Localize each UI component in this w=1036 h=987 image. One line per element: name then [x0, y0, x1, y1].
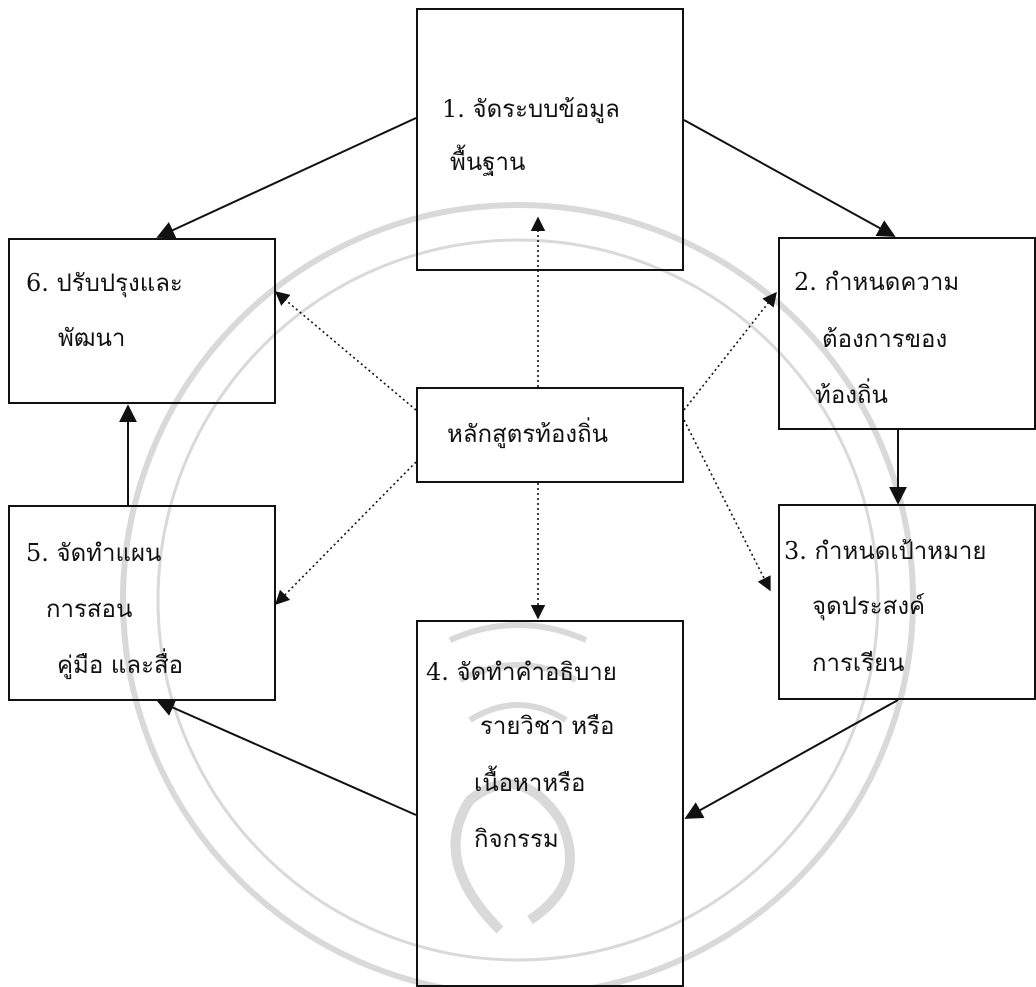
step-3-line-2: จุดประสงค์ [812, 592, 926, 620]
center-box [416, 387, 684, 483]
step-4-line-3: เนื้อหาหรือ [474, 769, 586, 797]
step-4-box [416, 620, 684, 987]
step-4-line-1: 4. จัดทำคำอธิบาย [426, 658, 617, 686]
center-label: หลักสูตรท้องถิ่น [447, 420, 609, 448]
step-1-line-2: พื้นฐาน [450, 148, 526, 176]
step-6-line-2: พัฒนา [58, 324, 126, 352]
step-5-line-1: 5. จัดทำแผน [26, 539, 162, 567]
arrow-4-to-5 [156, 699, 417, 816]
step-1-box [416, 8, 684, 271]
step-2-box [778, 237, 1036, 430]
step-3-box [778, 504, 1036, 700]
dotted-arrow-to-3 [683, 419, 771, 592]
step-3-line-3: การเรียน [812, 649, 905, 677]
step-5-line-2: การสอน [46, 595, 133, 623]
step-2-line-1: 2. กำหนดความ [794, 268, 960, 296]
dotted-arrow-to-5 [274, 461, 417, 606]
step-2-line-3: ท้องถิ่น [815, 381, 888, 409]
step-5-line-3: คู่มือ และสื่อ [57, 651, 184, 679]
dotted-arrow-to-6 [274, 291, 417, 411]
arrow-6-to-1 [156, 117, 417, 239]
step-6-line-1: 6. ปรับปรุงและ [26, 269, 183, 297]
step-2-line-2: ต้องการของ [822, 325, 948, 353]
dotted-arrow-to-2 [683, 291, 777, 411]
arrow-1-to-2 [683, 119, 896, 237]
step-1-line-1: 1. จัดระบบข้อมูล [442, 95, 620, 123]
step-6-box [8, 238, 276, 404]
arrow-3-to-4 [684, 699, 899, 819]
step-4-line-4: กิจกรรม [474, 825, 559, 853]
step-4-line-2: รายวิชา หรือ [480, 712, 615, 740]
step-3-line-1: 3. กำหนดเป้าหมาย [784, 537, 987, 565]
